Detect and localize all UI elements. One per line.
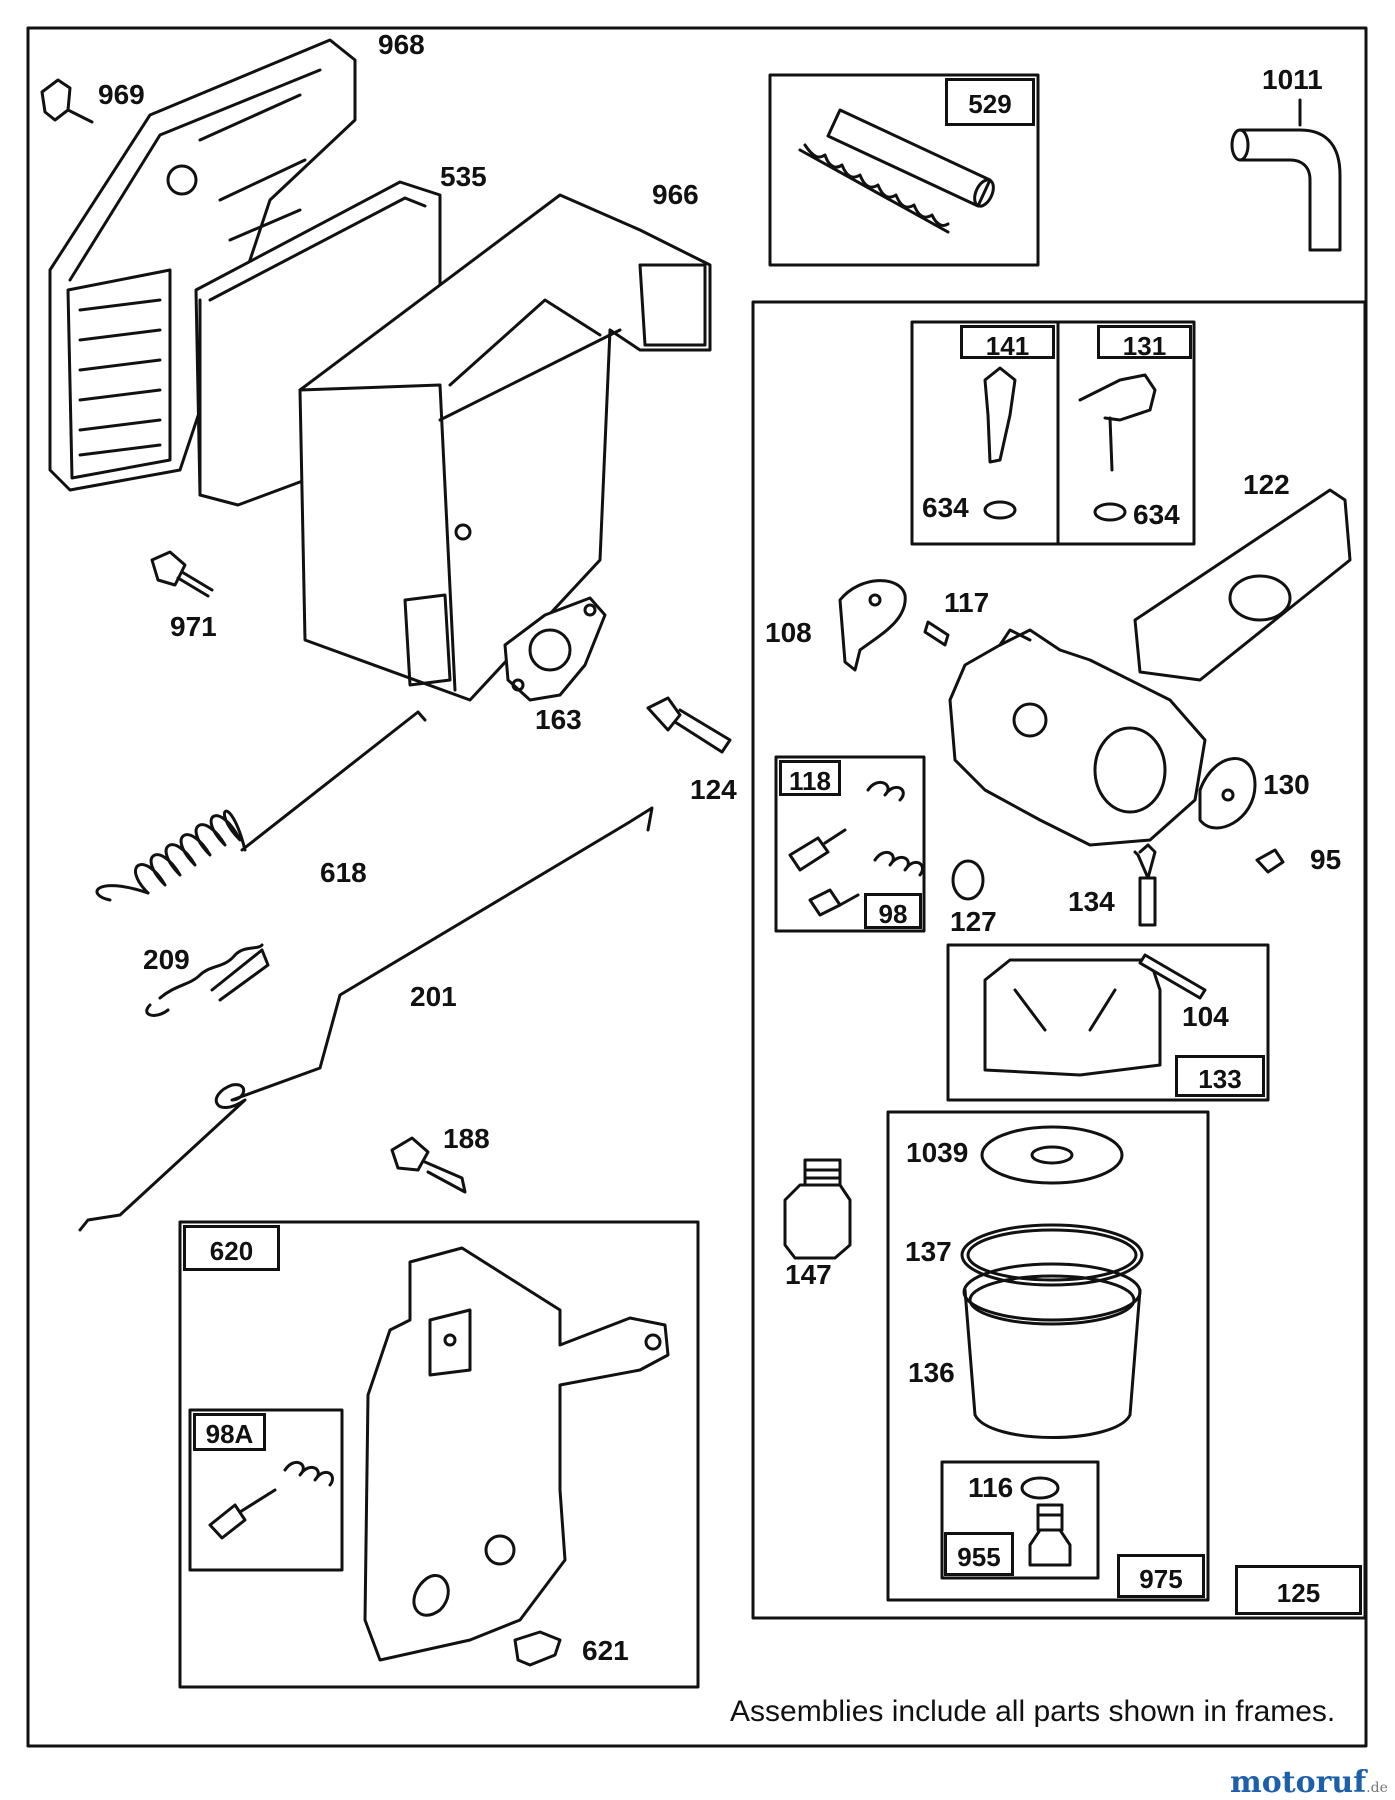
clip-621 [513,1630,562,1667]
label-116: 116 [968,1472,1014,1503]
frame-label-98a: 98A [193,1413,266,1451]
frame-label-620: 620 [183,1225,280,1271]
needle-screw-118 [788,780,905,872]
hose-1011 [1230,128,1342,252]
frame-620 [178,1220,700,1689]
frame-131 [1056,320,1196,546]
float-needle-134 [1133,843,1157,927]
label-122: 122 [1243,469,1290,500]
label-104: 104 [1182,1001,1229,1032]
frame-label-141: 141 [960,325,1055,359]
frame-label-98: 98 [864,893,922,929]
float-bowl-136 [962,1262,1142,1439]
throttle-shaft-141 [983,366,1017,520]
frame-975 [886,1110,1210,1602]
frame-label-955: 955 [944,1532,1014,1576]
label-966: 966 [652,179,699,210]
nut-147 [783,1158,852,1260]
frame-955 [940,1460,1100,1580]
gasket-163 [503,596,607,702]
choke-shaft-131 [1078,373,1157,522]
label-95: 95 [1310,844,1342,875]
label-163: 163 [535,704,582,735]
washer-116 [1020,1476,1060,1500]
frame-133 [946,943,1270,1102]
carburetor-body [948,628,1207,847]
choke-plate-108 [838,579,907,672]
screw-95 [1255,848,1285,874]
spring-618 [95,710,427,902]
frame-label-118: 118 [779,760,841,796]
assemblies-note: Assemblies include all parts shown in fr… [730,1695,1336,1728]
needle-screw-98a [208,1460,334,1540]
bolt-188 [390,1136,467,1194]
frame-label-131: 131 [1097,325,1192,359]
watermark-suffix: .de [1366,1780,1388,1796]
plug-127 [951,859,985,901]
governor-rod-201 [78,806,654,1232]
frame-label-125: 125 [1235,1565,1362,1615]
watermark-main: motoruf [1230,1765,1367,1800]
air-filter-cover [48,38,357,492]
label-137: 137 [905,1236,952,1267]
air-cleaner-housing-966 [298,193,712,702]
wing-nut-969 [40,78,94,124]
label-134: 134 [1068,886,1115,917]
label-130: 130 [1263,769,1310,800]
frame-label-529: 529 [945,78,1035,126]
label-147: 147 [785,1259,832,1290]
screw-98 [808,850,924,917]
frame-125 [751,300,1367,1620]
label-1011: 1011 [1262,64,1323,95]
label-188: 188 [443,1123,490,1154]
float-133 [983,958,1162,1077]
spacer-122 [1133,488,1352,682]
frame-118 [774,755,926,933]
label-969: 969 [98,79,145,110]
label-634-right: 634 [1133,499,1180,530]
control-bracket-620 [363,1246,670,1662]
gasket-137 [960,1223,1144,1287]
pin-117 [923,620,950,647]
label-124: 124 [690,774,737,805]
frame-label-975: 975 [1117,1554,1205,1598]
spring-209 [145,943,270,1017]
frame-label-133: 133 [1175,1055,1265,1097]
label-971: 971 [170,611,217,642]
label-108: 108 [765,617,812,648]
bolt-971 [150,550,214,598]
bolt-955 [1028,1503,1072,1567]
bolt-124 [646,696,732,754]
pin-104 [1138,953,1207,1000]
plate-130 [1198,757,1257,830]
label-117: 117 [944,587,990,618]
frame-529 [768,73,1040,267]
label-618: 618 [320,857,367,888]
label-535: 535 [440,161,487,192]
label-634-left: 634 [922,492,969,523]
watermark: motoruf.de [1230,1765,1388,1800]
sleeve-spring-529 [798,108,995,234]
label-201: 201 [410,981,457,1012]
label-127: 127 [950,906,997,937]
label-1039: 1039 [906,1137,969,1168]
label-621: 621 [582,1635,629,1666]
label-136: 136 [908,1357,955,1388]
gasket-1039 [980,1125,1124,1185]
label-209: 209 [143,944,190,975]
frame-98a [188,1408,344,1572]
label-968: 968 [378,29,425,60]
